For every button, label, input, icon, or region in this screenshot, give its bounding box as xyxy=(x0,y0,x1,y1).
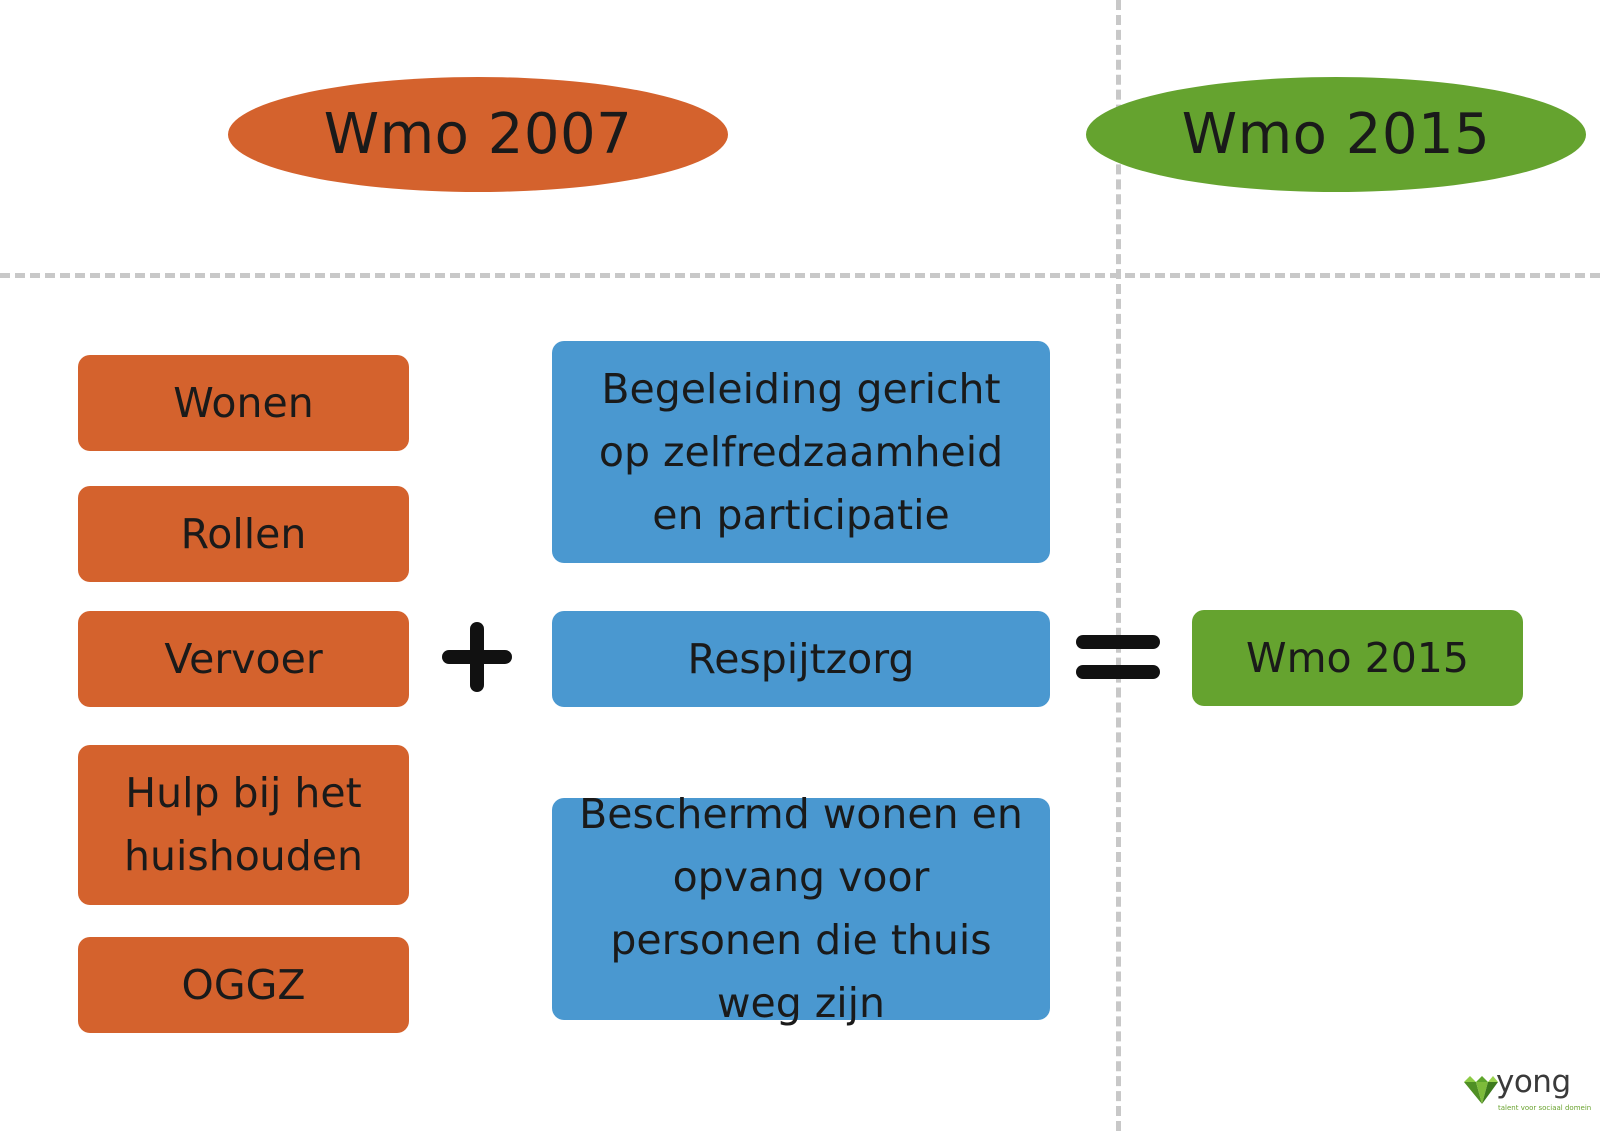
box-begeleiding-label: Begeleiding gericht op zelfredzaamheid e… xyxy=(598,364,1004,539)
box-beschermd-wonen-label: Beschermd wonen en opvang voor personen … xyxy=(579,790,1023,1027)
diamond-logo-icon xyxy=(1464,1076,1498,1104)
box-hulp-bij-het-huishouden: Hulp bij het huishouden xyxy=(78,745,409,905)
box-result-wmo-2015: Wmo 2015 xyxy=(1192,610,1523,706)
box-wonen-label: Wonen xyxy=(173,378,314,427)
box-hulp-label: Hulp bij het huishouden xyxy=(123,769,363,880)
plus-icon xyxy=(442,622,512,692)
box-beschermd-wonen: Beschermd wonen en opvang voor personen … xyxy=(552,790,1050,1027)
logo-wordmark: yong xyxy=(1496,1064,1571,1100)
box-rollen-label: Rollen xyxy=(180,509,307,558)
yong-logo: yong talent voor sociaal domein xyxy=(1462,1064,1592,1118)
box-oggz-label: OGGZ xyxy=(181,960,306,1009)
box-result-label: Wmo 2015 xyxy=(1246,633,1469,682)
box-oggz: OGGZ xyxy=(78,937,409,1033)
box-begeleiding: Begeleiding gericht op zelfredzaamheid e… xyxy=(552,341,1050,563)
header-wmo-2015-label: Wmo 2015 xyxy=(1181,102,1491,167)
header-wmo-2007-label: Wmo 2007 xyxy=(323,102,633,167)
box-respijtzorg-label: Respijtzorg xyxy=(687,634,915,683)
horizontal-divider xyxy=(0,273,1600,278)
header-wmo-2007: Wmo 2007 xyxy=(228,77,728,192)
logo-tagline: talent voor sociaal domein xyxy=(1498,1104,1592,1112)
header-wmo-2015: Wmo 2015 xyxy=(1086,77,1586,192)
equals-icon xyxy=(1076,635,1160,679)
box-respijtzorg: Respijtzorg xyxy=(552,611,1050,707)
vertical-divider xyxy=(1116,0,1121,1131)
box-vervoer: Vervoer xyxy=(78,611,409,707)
box-wonen: Wonen xyxy=(78,355,409,451)
box-rollen: Rollen xyxy=(78,486,409,582)
box-vervoer-label: Vervoer xyxy=(164,634,323,683)
